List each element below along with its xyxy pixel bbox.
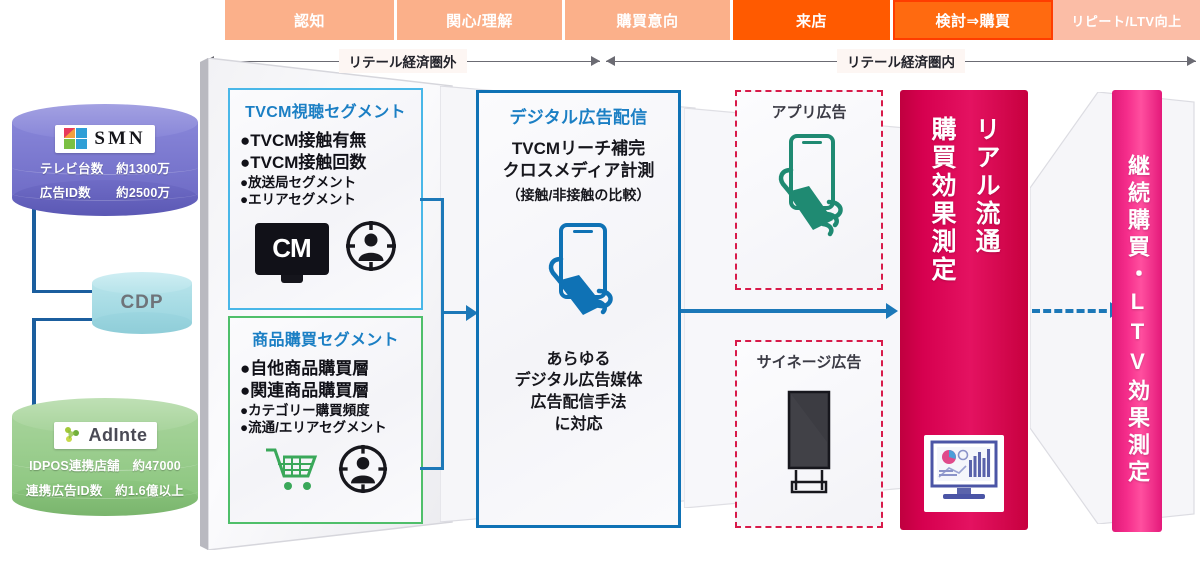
ltv-column-text: 継続購買・LTV効果測定 xyxy=(1125,154,1150,487)
smn-logo-icon xyxy=(64,128,88,150)
bracket-output-line xyxy=(444,311,468,314)
stage-cell-kento-kobai: 検討⇒購買 xyxy=(893,0,1053,40)
stage-cell-repeat-ltv: リピート/LTV向上 xyxy=(1053,0,1200,40)
adinte-stat-linked-ad-ids: 連携広告ID数 約1.6億以上 xyxy=(26,483,184,498)
adinte-wordmark: AdInte xyxy=(88,424,148,445)
main-flow-line xyxy=(681,309,895,313)
card-app-ad: アプリ広告 xyxy=(735,90,883,290)
ruler-inside-retail: リテール経済圏内 xyxy=(606,49,1196,73)
cdp-link-adinte-horizontal xyxy=(32,318,104,321)
tvcm-bullet-2: ●TVCM接触回数 xyxy=(240,152,367,172)
column-real-retail: リアル流通 購買効果測定 xyxy=(900,90,1028,530)
stage-cell-raiten: 来店 xyxy=(733,0,893,40)
digital-sub-line-1: TVCMリーチ補完 xyxy=(511,139,646,158)
cdp-link-adinte-vertical xyxy=(32,318,36,410)
purchase-bullet-1: ●自他商品購買層 xyxy=(240,359,370,378)
funnel-stage-bar: 認知 関心/理解 購買意向 来店 検討⇒購買 リピート/LTV向上 xyxy=(225,0,1200,40)
hand-smartphone-icon xyxy=(737,132,881,252)
bracket-output-arrow xyxy=(466,305,478,321)
card-digital-ad: デジタル広告配信 TVCMリーチ補完 クロスメディア計測 （接触/非接触の比較）… xyxy=(476,90,681,528)
card-tvcm-segment: TVCM視聴セグメント ●TVCM接触有無 ●TVCM接触回数 ●放送局セグメン… xyxy=(228,88,423,310)
cdp-link-smn-horizontal xyxy=(32,290,104,293)
smn-stat-tv-count: テレビ台数 約1300万 xyxy=(39,162,171,176)
card-tvcm-title: TVCM視聴セグメント xyxy=(245,104,406,121)
shopping-cart-icon xyxy=(264,444,322,499)
digital-note: （接触/非接触の比較） xyxy=(506,186,651,203)
hand-smartphone-icon xyxy=(479,219,678,335)
app-ad-title: アプリ広告 xyxy=(771,104,847,121)
smn-logo-chip: SMN xyxy=(55,125,155,153)
bracket-top-stub xyxy=(420,198,444,201)
tvcm-bullet-3: ●放送局セグメント xyxy=(240,174,357,190)
adinte-stat-idpos-stores: IDPOS連携店舗 約47000 xyxy=(29,458,181,473)
signage-ad-title: サイネージ広告 xyxy=(756,354,862,371)
purchase-bullet-2: ●関連商品購買層 xyxy=(240,380,370,400)
card-purchase-title: 商品購買セグメント xyxy=(252,332,399,349)
ruler-outside-retail: リテール経済圏外 xyxy=(205,49,600,73)
real-retail-line-1: リアル流通 xyxy=(972,116,1000,256)
adinte-logo-chip: AdInte xyxy=(53,421,157,449)
real-retail-line-2: 購買効果測定 xyxy=(928,116,956,284)
card-digital-title: デジタル広告配信 xyxy=(509,108,648,127)
data-source-adinte: AdInte IDPOS連携店舗 約47000 連携広告ID数 約1.6億以上 xyxy=(12,398,198,516)
ruler-inside-label: リテール経済圏内 xyxy=(837,49,965,73)
stage-cell-ninchi: 認知 xyxy=(225,0,397,40)
ltv-flow-dashed-line xyxy=(1032,309,1118,313)
tvcm-bullet-1: ●TVCM接触有無 xyxy=(240,131,367,150)
main-flow-arrow xyxy=(886,303,898,319)
purchase-bullet-4: ●流通/エリアセグメント xyxy=(240,419,387,435)
digital-footer-4: に対応 xyxy=(554,415,603,433)
smn-stat-ad-id-count: 広告ID数 約2500万 xyxy=(39,186,171,200)
card-signage-ad: サイネージ広告 xyxy=(735,340,883,528)
audience-target-icon xyxy=(345,220,397,277)
adinte-logo-icon xyxy=(63,426,83,444)
digital-footer-3: 広告配信手法 xyxy=(530,394,627,412)
digital-signage-icon xyxy=(737,390,881,502)
digital-sub-line-2: クロスメディア計測 xyxy=(502,161,655,181)
audience-target-icon xyxy=(338,444,388,499)
digital-footer-1: あらゆる xyxy=(546,350,611,368)
tv-cm-icon: CM xyxy=(254,222,329,283)
cdp-link-smn-vertical xyxy=(32,192,36,292)
cdp-label: CDP xyxy=(120,292,164,313)
data-source-smn: SMN テレビ台数 約1300万 広告ID数 約2500万 xyxy=(12,104,198,216)
stage-cell-kanshin: 関心/理解 xyxy=(397,0,565,40)
card-purchase-segment: 商品購買セグメント ●自他商品購買層 ●関連商品購買層 ●カテゴリー購買頻度 ●… xyxy=(228,316,423,524)
stage-cell-kobai-iko: 購買意向 xyxy=(565,0,733,40)
bracket-spine xyxy=(441,198,444,470)
smn-wordmark: SMN xyxy=(94,128,146,149)
data-source-cdp: CDP xyxy=(92,272,192,334)
ruler-outside-label: リテール経済圏外 xyxy=(338,49,467,73)
purchase-bullet-3: ●カテゴリー購買頻度 xyxy=(240,402,370,418)
bracket-bottom-stub xyxy=(420,467,444,470)
digital-footer-2: デジタル広告媒体 xyxy=(514,372,643,390)
dashboard-monitor-icon xyxy=(924,435,1004,512)
tvcm-bullet-4: ●エリアセグメント xyxy=(240,191,356,207)
column-ltv: 継続購買・LTV効果測定 xyxy=(1112,90,1162,532)
